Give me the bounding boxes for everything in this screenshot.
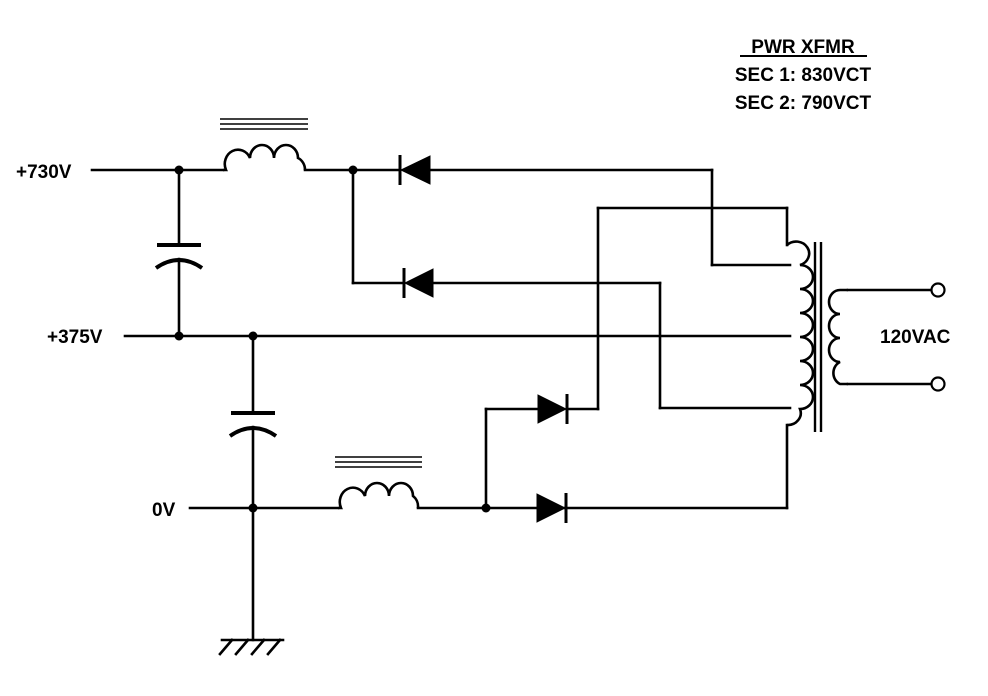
rail-730v-wire: [90, 168, 792, 267]
junction-dot: [248, 503, 258, 513]
rail-label-375v: +375V: [47, 327, 103, 348]
lower-diode-2: [536, 493, 568, 523]
upper-choke-inductor: [220, 118, 308, 172]
transformer-title: PWR XFMR: [751, 37, 855, 58]
transformer-sec2-label: SEC 2: 790VCT: [735, 93, 872, 114]
lower-filter-capacitor: [228, 334, 278, 642]
sec2-upper-wire: [431, 281, 792, 410]
sec2-lower-wire: [565, 206, 789, 411]
lower-diode-1: [537, 394, 569, 424]
rail-0v-wire: [188, 423, 789, 510]
upper-diode-2: [402, 268, 434, 298]
upper-diode-1: [398, 155, 431, 185]
transformer-note: PWR XFMR SEC 1: 830VCT SEC 2: 790VCT: [735, 37, 872, 114]
rail-label-730v: +730V: [16, 162, 72, 183]
power-transformer: [786, 240, 934, 432]
junction-dot: [174, 331, 184, 341]
ac-input-terminal: [930, 282, 946, 298]
transformer-sec1-label: SEC 1: 830VCT: [735, 65, 872, 86]
rail-label-0v: 0V: [152, 500, 176, 521]
lower-choke-inductor: [335, 456, 422, 510]
ground-symbol: [218, 638, 285, 656]
input-label-120vac: 120VAC: [880, 327, 951, 348]
upper-filter-capacitor: [154, 168, 204, 338]
ac-input-terminal: [930, 376, 946, 392]
